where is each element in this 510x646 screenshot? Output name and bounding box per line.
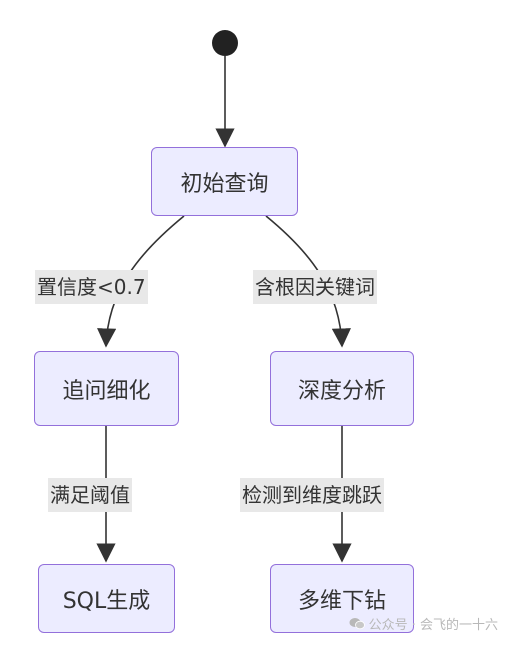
wechat-icon [349,618,365,630]
watermark: 公众号 · 会飞的一十六 [349,614,498,633]
node-initial-query: 初始查询 [151,147,298,216]
edge-label-has-root-cause: 含根因关键词 [253,270,377,304]
node-drill-down: 多维下钻 [270,564,414,633]
edge-label-dimension-jump: 检测到维度跳跃 [240,478,384,512]
watermark-text: 公众号 · 会飞的一十六 [368,618,498,633]
node-deep-analysis: 深度分析 [270,351,414,426]
start-node [212,30,238,56]
node-sql-generate: SQL生成 [38,564,175,633]
edge-label-meets-threshold: 满足阈值 [48,478,132,512]
node-followup-refine: 追问细化 [34,351,179,426]
edge-label-confidence-low: 置信度<0.7 [35,270,148,304]
